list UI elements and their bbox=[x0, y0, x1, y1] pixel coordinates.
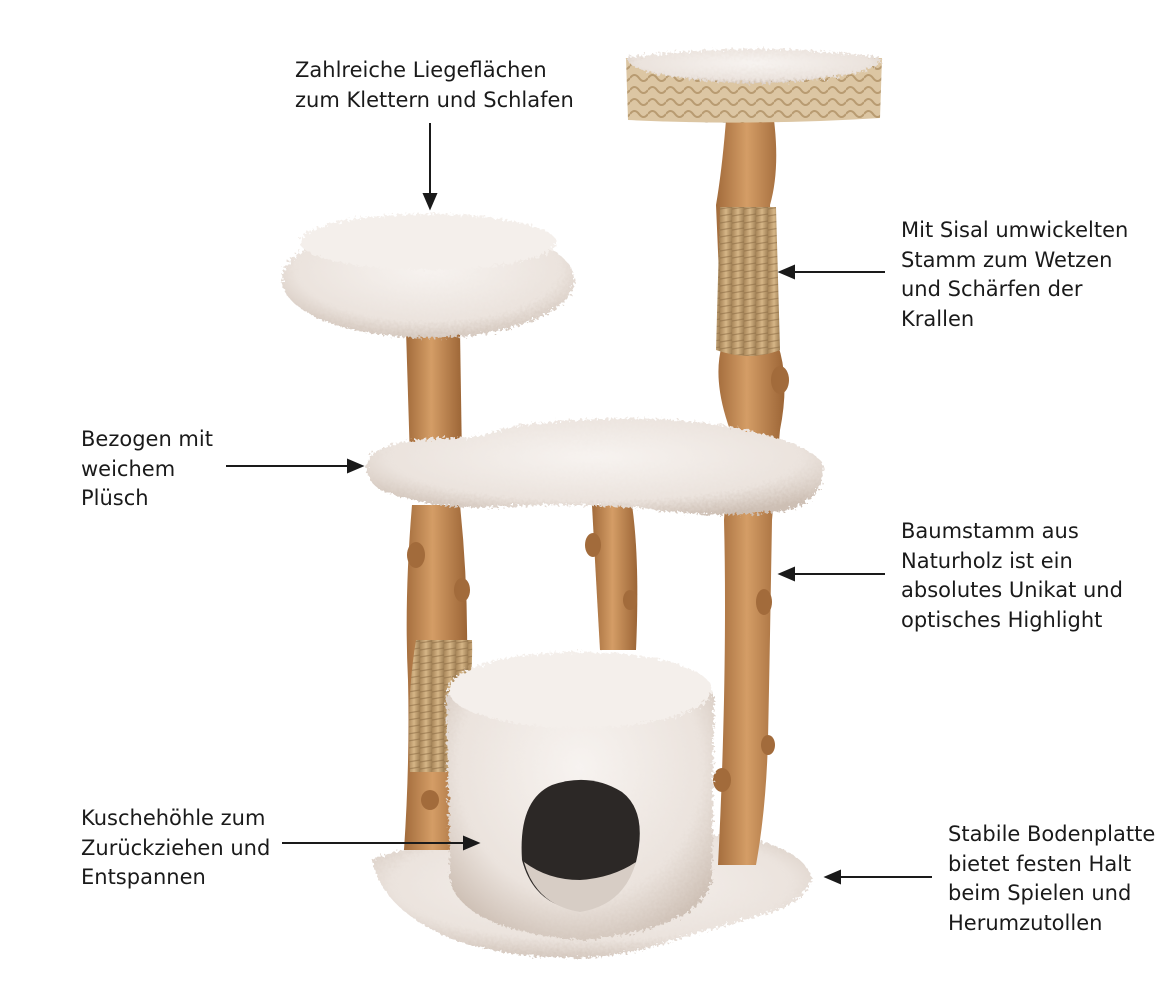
label-line: bietet festen Halt bbox=[948, 851, 1132, 876]
label-line: Mit Sisal umwickelten bbox=[901, 218, 1129, 242]
label-line: Zurückziehen und bbox=[81, 835, 271, 860]
annotation-arrows bbox=[226, 123, 932, 885]
label-cave: Kuschehöhle zum Zurückziehen und Entspan… bbox=[81, 804, 270, 893]
label-base: Stabile Bodenplatte bietet festen Halt b… bbox=[948, 820, 1155, 938]
arrow-plush bbox=[226, 458, 365, 474]
label-line: Naturholz ist ein bbox=[901, 548, 1073, 573]
middle-trunk bbox=[585, 505, 638, 650]
arrow-trunk bbox=[777, 566, 885, 582]
upper-left-post bbox=[406, 330, 462, 460]
label-line: Baumstamm aus bbox=[901, 519, 1079, 543]
label-line: optisches Highlight bbox=[901, 607, 1103, 632]
label-line: Bezogen mit bbox=[81, 427, 213, 451]
label-line: Entspannen bbox=[81, 865, 206, 889]
label-line: weichem bbox=[81, 456, 176, 481]
label-trunk: Baumstamm aus Naturholz ist ein absolute… bbox=[901, 517, 1123, 635]
label-line: zum Klettern und Schlafen bbox=[295, 87, 574, 112]
label-sisal: Mit Sisal umwickelten Stamm zum Wetzen u… bbox=[901, 216, 1128, 334]
basket-bed bbox=[626, 49, 882, 123]
middle-platform bbox=[366, 418, 823, 515]
arrow-base bbox=[823, 869, 932, 885]
label-plush: Bezogen mit weichem Plüsch bbox=[81, 425, 213, 514]
label-line: Stamm zum Wetzen bbox=[901, 247, 1113, 272]
label-line: beim Spielen und bbox=[948, 881, 1132, 905]
label-line: und Schärfen der bbox=[901, 277, 1083, 301]
label-line: Stabile Bodenplatte bbox=[948, 822, 1156, 846]
label-line: Herumzutollen bbox=[948, 910, 1103, 935]
arrow-sisal bbox=[777, 264, 885, 280]
label-line: Zahlreiche Liegeflächen bbox=[295, 58, 547, 82]
arrow-cave bbox=[282, 835, 481, 851]
label-line: Krallen bbox=[901, 306, 975, 331]
label-platforms: Zahlreiche Liegeflächen zum Klettern und… bbox=[295, 56, 574, 115]
right-sisal-wrap bbox=[716, 207, 780, 356]
label-line: Plüsch bbox=[81, 486, 149, 510]
label-line: Kuschehöhle zum bbox=[81, 806, 266, 830]
arrow-platforms bbox=[422, 123, 438, 211]
round-bed bbox=[282, 214, 574, 338]
label-line: absolutes Unikat und bbox=[901, 578, 1123, 602]
plush-cave bbox=[446, 652, 714, 940]
